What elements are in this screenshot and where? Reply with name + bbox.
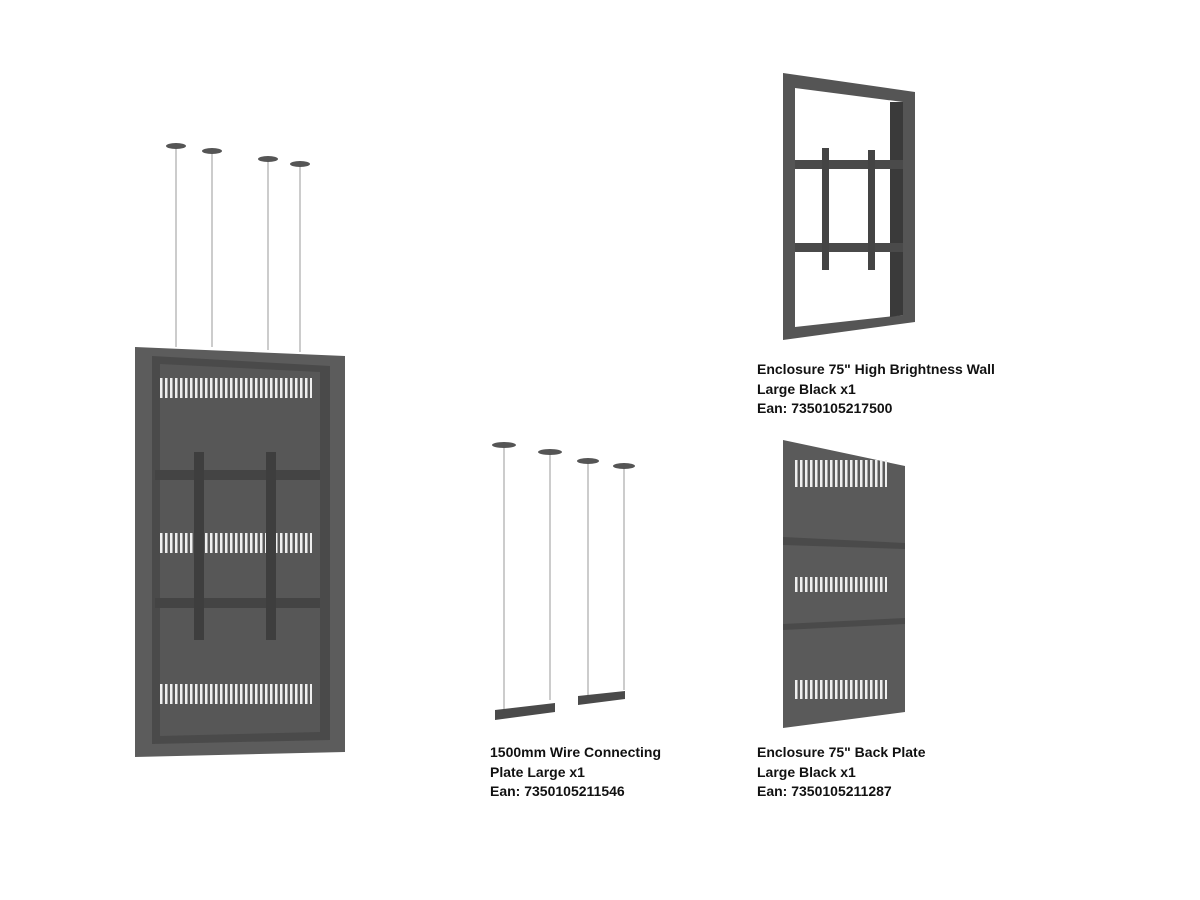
back-plate-image [783, 440, 905, 728]
product-name-line2: Large Black x1 [757, 380, 856, 397]
product-ean: Ean: 7350105217500 [757, 400, 893, 416]
product-label-wall-enclosure: Enclosure 75" High Brightness Wall Large… [757, 360, 995, 419]
product-name-line1: Enclosure 75" Back Plate [757, 744, 926, 760]
product-label-back-plate: Enclosure 75" Back Plate Large Black x1 … [757, 743, 926, 802]
product-name-line1: 1500mm Wire Connecting [490, 744, 662, 760]
wall-enclosure-image [783, 73, 915, 340]
wire-kit-image [492, 442, 635, 720]
product-name-line2: Plate Large x1 [490, 763, 585, 780]
product-label-wire-kit: 1500mm Wire Connecting Plate Large x1 Ea… [490, 743, 661, 802]
assembled-enclosure-image [135, 143, 345, 757]
product-name-line2: Large Black x1 [757, 763, 856, 780]
product-ean: Ean: 7350105211546 [490, 783, 625, 799]
product-name-line1: Enclosure 75" High Brightness Wall [757, 361, 995, 377]
product-ean: Ean: 7350105211287 [757, 783, 892, 799]
ceiling-wires [175, 148, 301, 352]
ceiling-plates [166, 143, 310, 167]
